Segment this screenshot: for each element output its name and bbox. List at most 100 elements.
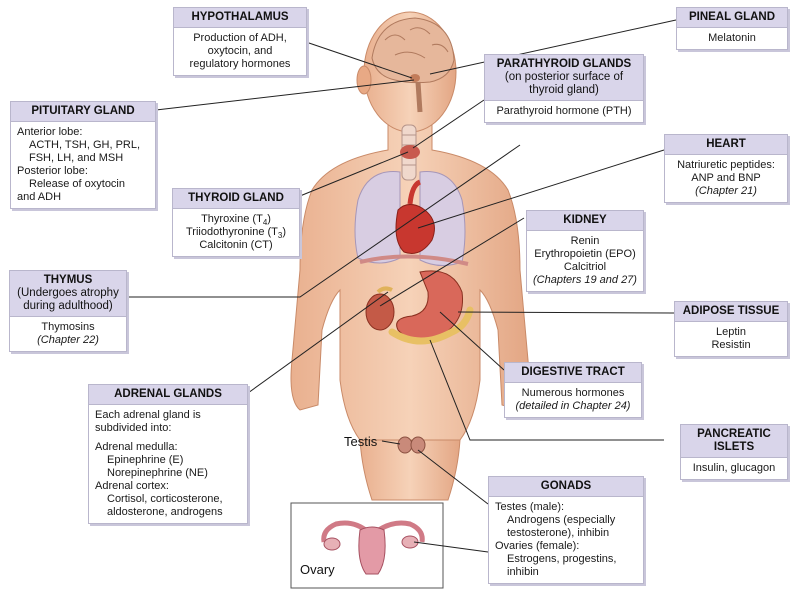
adrenal-organ	[376, 286, 393, 294]
thymus-note: during adulthood)	[23, 300, 113, 312]
pineal-title: PINEAL GLAND	[677, 8, 787, 28]
heart-ref: (Chapter 21)	[695, 185, 757, 197]
pineal-line: Melatonin	[708, 32, 756, 44]
line-adipose	[457, 311, 675, 314]
parathyroid-note: thyroid gland)	[529, 84, 599, 96]
adipose-title: ADIPOSE TISSUE	[675, 302, 787, 322]
trachea	[400, 124, 420, 181]
adrenal-cortex-item: Cortisol, corticosterone,	[107, 493, 223, 505]
adipose-line: Leptin	[716, 326, 746, 338]
pituitary-box: PITUITARY GLAND Anterior lobe: ACTH, TSH…	[10, 101, 156, 209]
thyroid-box: THYROID GLAND Thyroxine (T4) Triiodothyr…	[172, 188, 300, 257]
pineal-box: PINEAL GLAND Melatonin	[676, 7, 788, 50]
line-thyroid	[299, 151, 409, 197]
heart-box: HEART Natriuretic peptides: ANP and BNP …	[664, 134, 788, 203]
thyroid-t4: Thyroxine (T4)	[179, 213, 293, 228]
stomach-organ	[396, 270, 464, 341]
uterus-illustration	[321, 520, 425, 575]
pituitary-posterior-item: Release of oxytocin	[29, 178, 125, 190]
kidney-organ	[365, 293, 395, 331]
thyroid-ct: Calcitonin (CT)	[199, 239, 273, 251]
pancreas-organ	[388, 306, 474, 345]
line-pancreatic	[429, 339, 664, 441]
line-heart	[417, 149, 665, 229]
pancreatic-box: PANCREATIC ISLETS Insulin, glucagon	[680, 424, 788, 480]
thyroid-close: )	[282, 226, 287, 238]
leader-lines	[128, 19, 677, 553]
line-hypothalamus	[305, 41, 413, 79]
hypothalamus-line: regulatory hormones	[189, 58, 291, 70]
adrenal-cortex-label: Adrenal cortex:	[95, 480, 169, 492]
diaphragm	[359, 254, 469, 266]
line-digestive	[439, 311, 505, 371]
gonads-ovaries-label: Ovaries (female):	[495, 540, 580, 552]
gonads-testes-item: testosterone), inhibin	[507, 527, 610, 539]
line-pineal	[429, 19, 677, 75]
digestive-box: DIGESTIVE TRACT Numerous hormones (detai…	[504, 362, 642, 418]
kidney-line: Erythropoietin (EPO)	[534, 248, 636, 260]
gonads-ovaries-item: Estrogens, progestins,	[507, 553, 617, 565]
lungs	[354, 171, 466, 266]
pituitary-anterior-item: FSH, LH, and MSH	[29, 152, 124, 164]
testis-label: Testis	[344, 434, 378, 449]
thyroid-title: THYROID GLAND	[173, 189, 299, 209]
pituitary-anterior-item: ACTH, TSH, GH, PRL,	[29, 139, 141, 151]
parathyroid-note: (on posterior surface of	[504, 71, 624, 83]
hypothalamus-title: HYPOTHALAMUS	[174, 8, 306, 28]
line-pituitary	[155, 79, 415, 111]
hypothalamus-box: HYPOTHALAMUS Production of ADH, oxytocin…	[173, 7, 307, 76]
gonads-box: GONADS Testes (male): Androgens (especia…	[488, 476, 644, 584]
thymus-header: THYMUS (Undergoes atrophy during adultho…	[10, 271, 126, 317]
pancreatic-header: PANCREATIC ISLETS	[681, 425, 787, 458]
aorta	[407, 179, 422, 205]
heart-title: HEART	[665, 135, 787, 155]
adrenal-medulla-label: Adrenal medulla:	[95, 441, 178, 453]
adipose-box: ADIPOSE TISSUE Leptin Resistin	[674, 301, 788, 357]
adrenal-intro: subdivided into:	[95, 422, 172, 434]
pancreatic-line: Insulin, glucagon	[692, 462, 776, 474]
testes-organ	[397, 436, 426, 454]
parathyroid-line: Parathyroid hormone (PTH)	[496, 105, 632, 117]
kidney-line: Renin	[570, 235, 600, 247]
digestive-title: DIGESTIVE TRACT	[505, 363, 641, 383]
gonads-title: GONADS	[489, 477, 643, 497]
line-gonads-testes	[417, 449, 489, 505]
thymus-ref: (Chapter 22)	[37, 334, 99, 346]
adrenal-intro: Each adrenal gland is	[95, 409, 201, 421]
adipose-line: Resistin	[711, 339, 751, 351]
thyroid-t4-text: Thyroxine (T	[201, 213, 263, 225]
digestive-line: Numerous hormones	[521, 387, 625, 399]
gonads-testes-item: Androgens (especially	[507, 514, 616, 526]
pituitary-title: PITUITARY GLAND	[11, 102, 155, 122]
pituitary-posterior-label: Posterior lobe:	[17, 165, 88, 177]
adrenal-medulla-item: Norepinephrine (NE)	[107, 467, 208, 479]
line-parathyroid	[412, 99, 485, 149]
thyroid-t4-sub: 4	[262, 218, 268, 228]
thymus-note: (Undergoes atrophy	[17, 287, 119, 299]
thymus-title: THYMUS	[43, 274, 93, 286]
gonads-testes-label: Testes (male):	[495, 501, 565, 513]
kidney-line: Calcitriol	[563, 261, 607, 273]
parathyroid-box: PARATHYROID GLANDS (on posterior surface…	[484, 54, 644, 123]
line-gonads-ovary	[413, 541, 489, 553]
adrenal-cortex-item: aldosterone, androgens	[107, 506, 223, 518]
line-testis	[381, 440, 401, 445]
kidney-box: KIDNEY Renin Erythropoietin (EPO) Calcit…	[526, 210, 644, 292]
line-adrenal	[247, 291, 389, 394]
heart-line: Natriuretic peptides:	[677, 159, 775, 171]
kidney-title: KIDNEY	[527, 211, 643, 231]
adrenal-box: ADRENAL GLANDS Each adrenal gland is sub…	[88, 384, 248, 524]
parathyroid-title: PARATHYROID GLANDS	[496, 58, 632, 70]
pancreatic-title-line: PANCREATIC	[697, 428, 771, 440]
hypothalamus-line: oxytocin, and	[207, 45, 273, 57]
kidney-ref: (Chapters 19 and 27)	[533, 274, 637, 286]
pituitary-anterior-label: Anterior lobe:	[17, 126, 83, 138]
thyroid-t3: Triiodothyronine (T3)	[179, 226, 293, 240]
parathyroid-header: PARATHYROID GLANDS (on posterior surface…	[485, 55, 643, 101]
thyroid-t3-text: Triiodothyronine (T	[185, 226, 278, 238]
brain	[371, 17, 455, 113]
heart-line: ANP and BNP	[691, 172, 761, 184]
pituitary-posterior-item: and ADH	[17, 191, 62, 203]
adrenal-title: ADRENAL GLANDS	[89, 385, 247, 405]
